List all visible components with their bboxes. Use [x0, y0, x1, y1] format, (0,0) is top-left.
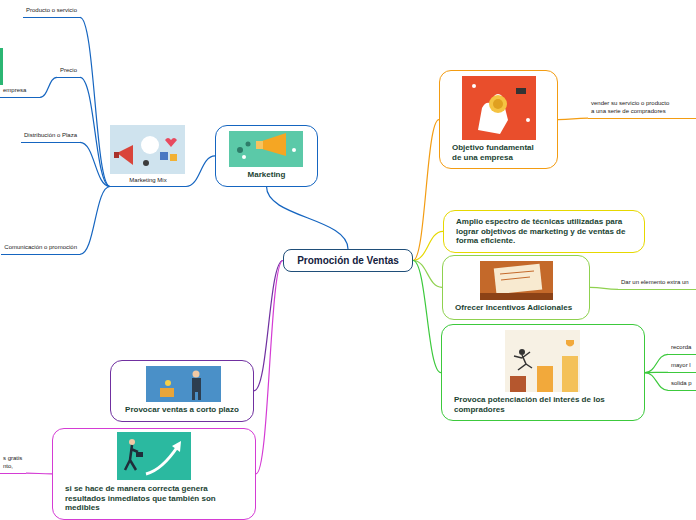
node-text: si se hace de manera correcta genera res…	[65, 484, 243, 513]
interest-image	[505, 330, 580, 392]
marketing-image	[229, 131, 303, 167]
leaf-topic: Precio	[57, 67, 80, 78]
node-text: Marketing	[228, 170, 305, 180]
topic-box: Marketing	[215, 125, 318, 187]
central-topic: Promoción de Ventas	[283, 249, 413, 272]
incentives-image	[480, 261, 553, 300]
leaf-topic: s gratis nto,	[0, 455, 26, 474]
branch-line	[80, 187, 110, 255]
topic-box: si se hace de manera correcta genera res…	[52, 428, 256, 520]
branch-line	[186, 156, 215, 187]
node-text: Producto o servicio	[26, 7, 77, 15]
leaf-topic: mayor l	[668, 362, 696, 373]
results-image	[117, 432, 191, 480]
topic-box: Provocar ventas a corto plazo	[110, 360, 254, 422]
branch-line	[267, 187, 349, 249]
node-text: Precio	[60, 67, 77, 75]
branch-line	[40, 77, 57, 97]
branch-line	[413, 261, 441, 373]
node-text: Objetivo fundamental de una empresa	[452, 143, 545, 162]
node-text: solida p	[671, 380, 693, 388]
node-text: s gratis nto,	[3, 455, 23, 471]
branch-line	[413, 120, 439, 261]
leaf-topic: Comunicación o promoción	[1, 244, 80, 255]
branch-line	[256, 261, 283, 474]
branch-line	[80, 142, 110, 186]
image-fragment	[0, 48, 3, 85]
branch-line	[590, 287, 618, 289]
branch-line	[80, 77, 110, 186]
topic-box: Amplio espectro de técnicas utilizadas p…	[443, 210, 645, 253]
node-text: Amplio espectro de técnicas utilizadas p…	[456, 217, 632, 246]
node-text: Distribución o Plaza	[24, 132, 77, 140]
leaf-topic: solida p	[668, 380, 696, 391]
subtopic-image: Marketing Mix	[110, 125, 186, 187]
branch-line	[254, 261, 283, 391]
node-text: Promoción de Ventas	[290, 255, 406, 266]
node-text: Provocar ventas a corto plazo	[123, 405, 241, 415]
topic-box: Objetivo fundamental de una empresa	[439, 70, 558, 169]
short-term-image	[146, 366, 221, 402]
node-text: Ofrecer Incentivos Adicionales	[455, 303, 577, 313]
node-text: vender su servicio o producto a una seri…	[591, 100, 674, 116]
leaf-topic: Dar un elemento extra un	[618, 279, 696, 290]
branch-line	[645, 354, 668, 372]
node-text: mayor l	[671, 362, 693, 370]
node-text: Marketing Mix	[110, 177, 186, 183]
leaf-topic: empresa	[0, 87, 40, 98]
topic-box: Provoca potenciación del interés de los …	[441, 324, 645, 421]
branch-line	[80, 17, 110, 186]
leaf-topic: vender su servicio o producto a una seri…	[588, 100, 696, 119]
topic-box: Ofrecer Incentivos Adicionales	[442, 255, 590, 320]
node-text: Dar un elemento extra un	[621, 279, 693, 287]
node-text: recorda	[671, 344, 693, 352]
branch-line	[413, 231, 443, 260]
leaf-topic: Producto o servicio	[23, 7, 80, 18]
node-text: Comunicación o promoción	[4, 244, 77, 252]
goal-image	[462, 76, 536, 140]
branch-line	[645, 373, 668, 391]
leaf-topic: Distribución o Plaza	[21, 132, 80, 143]
branch-line	[558, 118, 588, 120]
marketing-mix-image	[110, 125, 185, 174]
leaf-topic: recorda	[668, 344, 696, 355]
node-text: empresa	[3, 87, 37, 95]
node-text: Provoca potenciación del interés de los …	[454, 395, 632, 414]
branch-line	[26, 472, 52, 474]
